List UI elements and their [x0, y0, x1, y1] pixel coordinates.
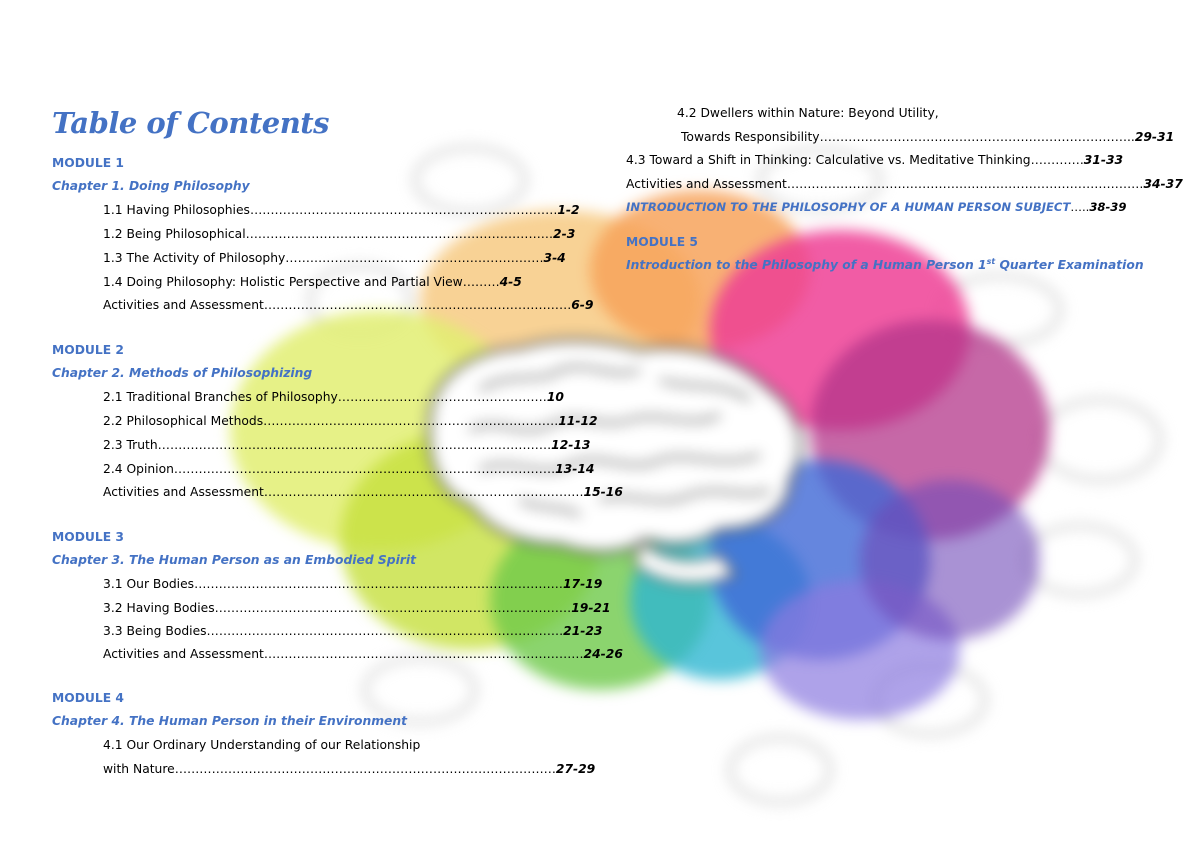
entry-text: 2.3 Truth — [103, 438, 158, 452]
chapter-4-heading: Chapter 4. The Human Person in their Env… — [52, 714, 408, 728]
entry-text: 1.4 Doing Philosophy: Holistic Perspecti… — [103, 275, 463, 289]
page-number: 31-33 — [1083, 153, 1124, 167]
page-number: 6-9 — [571, 298, 594, 312]
page-number: 19-21 — [571, 601, 611, 615]
entry-text: Activities and Assessment — [103, 647, 264, 661]
leader-dots: …………………………………………… — [337, 390, 547, 404]
page-number: 15-16 — [583, 485, 623, 499]
page-number: 2-3 — [553, 227, 576, 241]
toc-entry[interactable]: 2.3 Truth…………………………………………………………………………………… — [103, 437, 590, 453]
module-1-heading: MODULE 1 — [52, 156, 124, 170]
entry-text: 4.1 Our Ordinary Understanding of our Re… — [103, 738, 421, 752]
entry-text: with Nature — [103, 762, 175, 776]
toc-entry[interactable]: 3.2 Having Bodies……………………………………………………………… — [103, 600, 611, 616]
leader-dots: …………………………………………………………………………… — [206, 624, 564, 638]
toc-entry[interactable]: 1.4 Doing Philosophy: Holistic Perspecti… — [103, 274, 522, 290]
toc-entry[interactable]: 1.2 Being Philosophical……………………………………………… — [103, 226, 575, 242]
entry-text: 3.3 Being Bodies — [103, 624, 207, 638]
toc-entry[interactable]: 1.1 Having Philosophies……………………………………………… — [103, 202, 580, 218]
toc-entry[interactable]: with Nature……………………………………………………………………………… — [103, 761, 595, 777]
entry-text: INTRODUCTION TO THE PHILOSOPHY OF A HUMA… — [626, 200, 1071, 214]
leader-dots: ………………………………………………………………………………… — [174, 762, 556, 776]
leader-dots: ………………………………………………………………….. — [819, 130, 1135, 144]
entry-text: 3.1 Our Bodies — [103, 577, 195, 591]
toc-entry[interactable]: 4.2 Dwellers within Nature: Beyond Utili… — [677, 105, 939, 121]
chapter-1-heading: Chapter 1. Doing Philosophy — [52, 179, 250, 193]
module-5-exam-line[interactable]: Introduction to the Philosophy of a Huma… — [626, 257, 1144, 273]
leader-dots: …………………………………………………………………… — [263, 485, 584, 499]
entry-text: 2.4 Opinion — [103, 462, 174, 476]
page-title: Table of Contents — [52, 106, 330, 140]
entry-text: Activities and Assessment — [626, 177, 787, 191]
toc-entry[interactable]: Towards Responsibility………………………………………………… — [681, 129, 1174, 145]
module-3-heading: MODULE 3 — [52, 530, 124, 544]
toc-entry[interactable]: 1.3 The Activity of Philosophy…………………………… — [103, 250, 566, 266]
leader-dots: …………………………………………………………………………………… — [157, 438, 552, 452]
toc-entry[interactable]: Activities and Assessment………………………………………… — [103, 646, 623, 662]
leader-dots: ………………………………………………………………………………… — [173, 462, 556, 476]
leader-dots: ………………………………………………………………… — [245, 227, 554, 241]
entry-text: 3.2 Having Bodies — [103, 601, 215, 615]
entry-text: 1.2 Being Philosophical — [103, 227, 246, 241]
entry-text: Towards Responsibility — [681, 130, 820, 144]
toc-entry[interactable]: Activities and Assessment………………………………………… — [103, 297, 593, 313]
entry-text: 2.1 Traditional Branches of Philosophy — [103, 390, 338, 404]
toc-entry[interactable]: 2.4 Opinion……………………………………………………………………………… — [103, 461, 594, 477]
page-number: 21-23 — [563, 624, 603, 638]
leader-dots: ……………………………………………………………… — [263, 414, 559, 428]
leader-dots: …………. — [1030, 153, 1084, 167]
leader-dots: …………………………………………………………………………… — [786, 177, 1144, 191]
module-2-heading: MODULE 2 — [52, 343, 124, 357]
entry-text: Activities and Assessment — [103, 298, 264, 312]
toc-entry[interactable]: 3.3 Being Bodies………………………………………………………………… — [103, 623, 603, 639]
toc-entry[interactable]: Activities and Assessment………………………………………… — [626, 176, 1183, 192]
page-number: 12-13 — [551, 438, 591, 452]
page-number: 10 — [546, 390, 564, 404]
leader-dots: ……… — [462, 275, 500, 289]
page-number: 1-2 — [557, 203, 580, 217]
toc-entry[interactable]: 2.1 Traditional Branches of Philosophy……… — [103, 389, 564, 405]
entry-text: 1.1 Having Philosophies — [103, 203, 250, 217]
leader-dots: …………………………………………………………………… — [263, 647, 584, 661]
exam-line-text-end: Quarter Examination — [995, 258, 1144, 272]
toc-entry[interactable]: 2.2 Philosophical Methods………………………………………… — [103, 413, 598, 429]
page-number: 17-19 — [562, 577, 603, 591]
leader-dots: ………………………………………………………………… — [249, 203, 558, 217]
leader-dots: ……………………………………………………………………………… — [194, 577, 563, 591]
leader-dots: ….. — [1070, 200, 1090, 214]
entry-text: Activities and Assessment — [103, 485, 264, 499]
ordinal-suffix: st — [986, 257, 996, 266]
leader-dots: ……………………………………………………… — [285, 251, 544, 265]
page-number: 11-12 — [558, 414, 598, 428]
chapter-3-heading: Chapter 3. The Human Person as an Embodi… — [52, 553, 416, 567]
page-number: 34-37 — [1143, 177, 1183, 191]
page-number: 24-26 — [583, 647, 623, 661]
chapter-2-heading: Chapter 2. Methods of Philosophizing — [52, 366, 313, 380]
page-number: 27-29 — [555, 762, 596, 776]
toc-entry[interactable]: 3.1 Our Bodies……………………………………………………………………… — [103, 576, 602, 592]
page-number: 13-14 — [555, 462, 595, 476]
page-number: 38-39 — [1089, 200, 1127, 214]
exam-line-text: Introduction to the Philosophy of a Huma… — [626, 258, 987, 272]
entry-text: 2.2 Philosophical Methods — [103, 414, 264, 428]
entry-text: 4.2 Dwellers within Nature: Beyond Utili… — [677, 106, 939, 120]
leader-dots: ………………………………………………………………… — [263, 298, 572, 312]
toc-entry[interactable]: 4.1 Our Ordinary Understanding of our Re… — [103, 737, 420, 753]
module-4-heading: MODULE 4 — [52, 691, 124, 705]
page-number: 29-31 — [1134, 130, 1175, 144]
entry-text: 4.3 Toward a Shift in Thinking: Calculat… — [626, 153, 1031, 167]
leader-dots: …………………………………………………………………………… — [214, 601, 572, 615]
entry-text: 1.3 The Activity of Philosophy — [103, 251, 286, 265]
toc-entry[interactable]: Activities and Assessment………………………………………… — [103, 484, 623, 500]
page-number: 4-5 — [499, 275, 522, 289]
toc-entry[interactable]: INTRODUCTION TO THE PHILOSOPHY OF A HUMA… — [626, 199, 1126, 215]
toc-entry[interactable]: 4.3 Toward a Shift in Thinking: Calculat… — [626, 152, 1123, 168]
module-5-heading: MODULE 5 — [626, 235, 698, 249]
page-number: 3-4 — [543, 251, 566, 265]
